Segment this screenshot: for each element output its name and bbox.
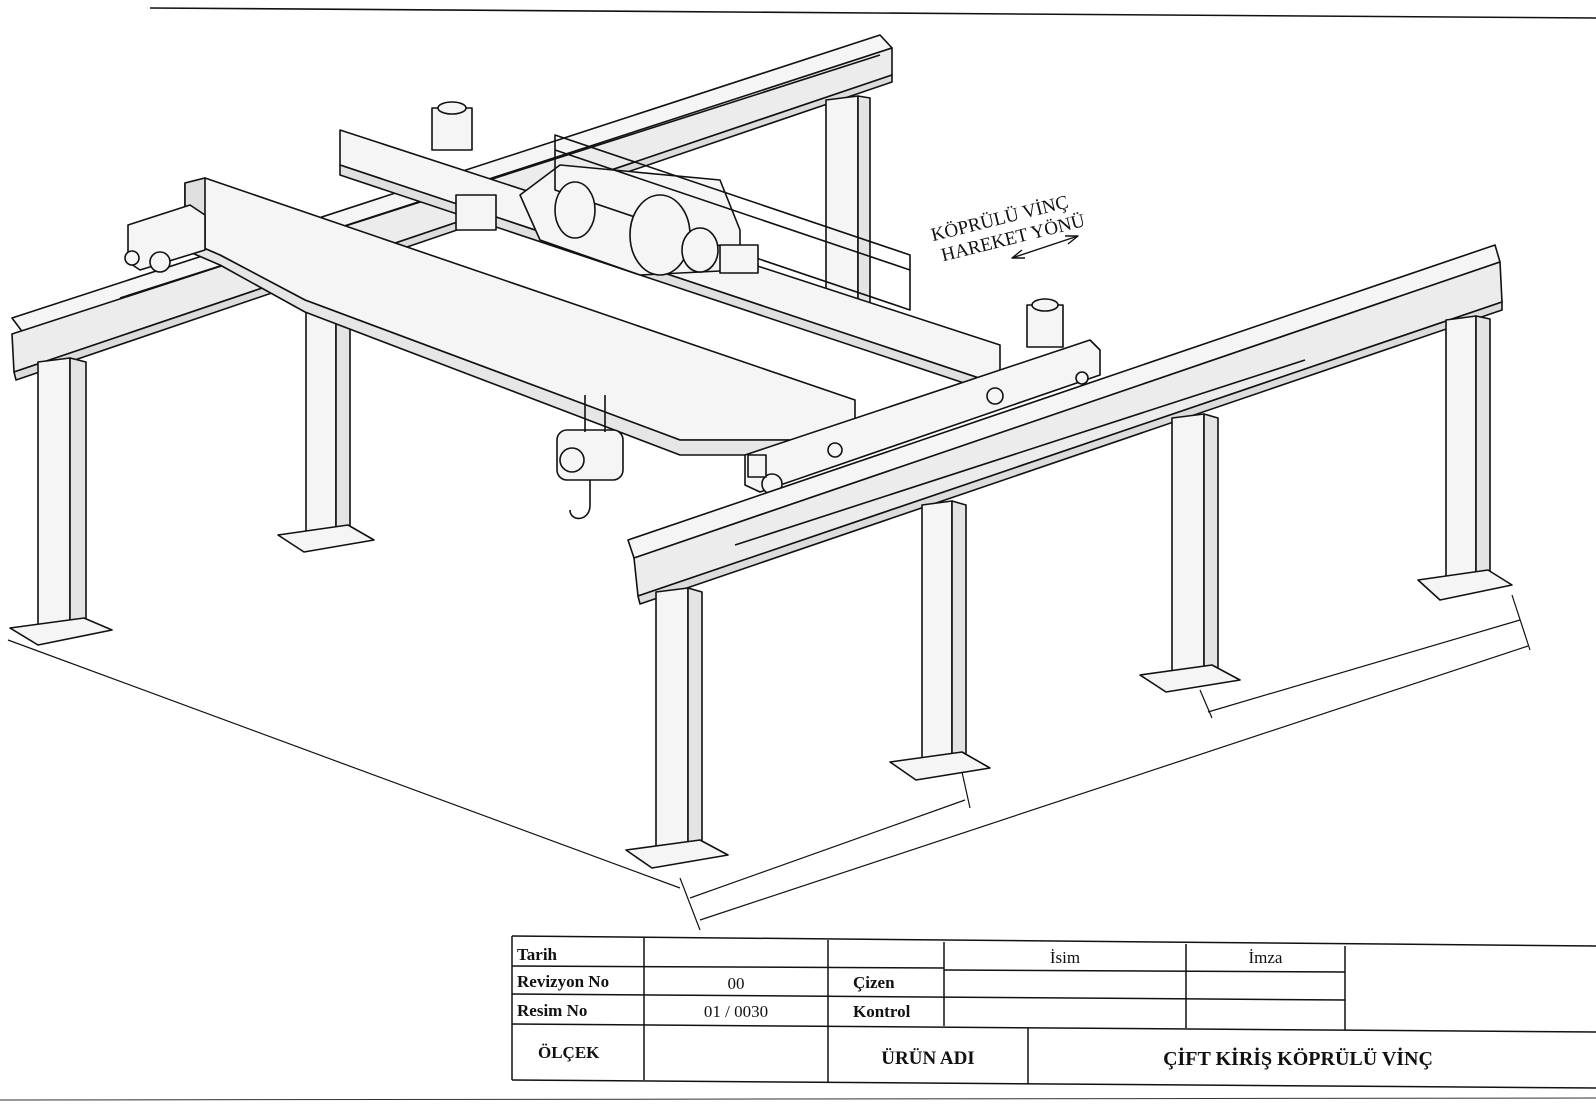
dimension-lines: [7, 594, 1531, 931]
direction-arrow: [1011, 235, 1079, 259]
left-end-carriage: [124, 204, 206, 273]
motor-right: [1026, 298, 1064, 348]
column-left-front: [9, 357, 113, 646]
column-right-front: [625, 587, 729, 869]
column-right-middle-front: [889, 500, 991, 781]
right-runway-beam: [627, 244, 1503, 605]
column-right-back: [1417, 315, 1513, 601]
column-right-middle-back: [1139, 413, 1241, 693]
border-line: [149, 7, 1596, 19]
hook-block: [556, 395, 624, 520]
column-back-left: [825, 95, 871, 316]
trolley: [455, 134, 911, 311]
bottom-border: [0, 1097, 1596, 1101]
column-left-middle: [277, 308, 375, 553]
motor-rear: [431, 101, 473, 151]
direction-label: KÖPRÜLÜ VİNÇ HAREKET YÖNÜ: [929, 192, 1087, 267]
title-block-grid: [511, 935, 1596, 1089]
